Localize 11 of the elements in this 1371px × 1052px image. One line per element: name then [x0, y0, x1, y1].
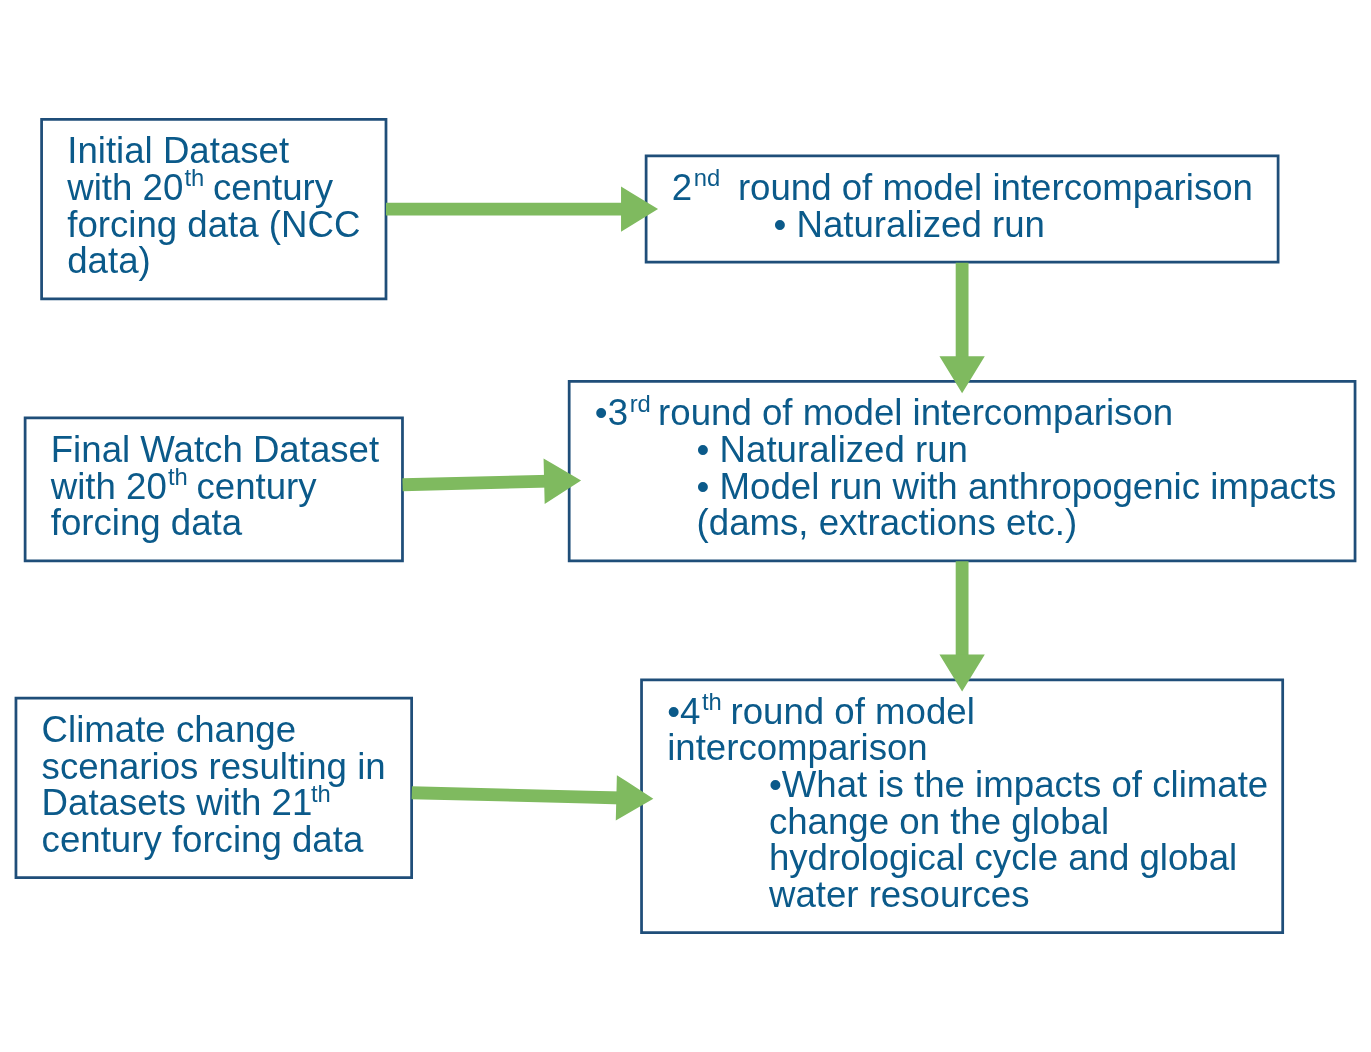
node-box: Final Watch Dataset with 20$^{th}$ century forcing data	[23, 416, 404, 563]
arrow	[411, 775, 654, 821]
arrow	[939, 262, 985, 394]
arrow	[402, 458, 582, 504]
node-box: Climate change scenarios resulting in Datasets with 21$^{th}$ century forcing data	[14, 696, 413, 880]
arrow	[386, 186, 659, 232]
arrow	[939, 561, 985, 692]
node-box: 2$^{nd}$ round of model intercomparison • Naturalized run	[644, 154, 1280, 264]
node-box: •3$^{rd}$ round of model intercomparison • Naturalized run • Model run with anthropogenic impacts (dams, extractions etc.)	[567, 379, 1357, 563]
node-box: •4$^{th}$ round of model intercomparison •What is the impacts of climate change on the global hydrological cycle and global water resources	[640, 678, 1285, 935]
node-box: Initial Dataset with 20$^{th}$ century forcing data (NCC data)	[40, 117, 388, 301]
